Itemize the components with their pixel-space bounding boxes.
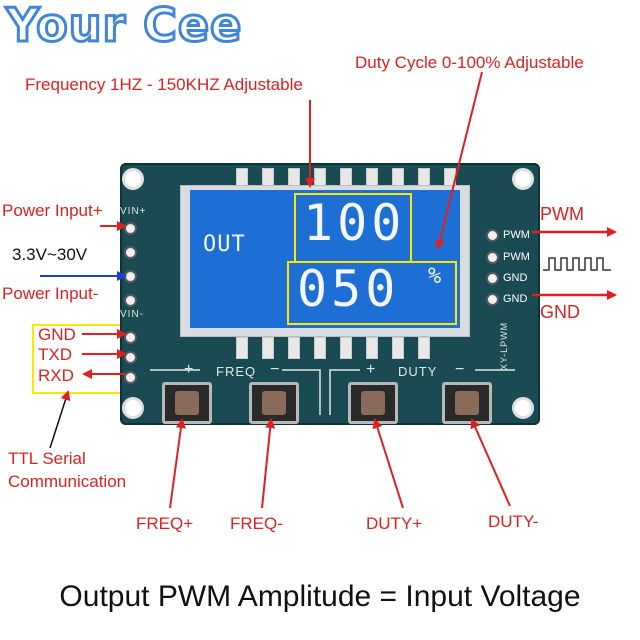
- duty-plus-silkscreen: +: [366, 361, 377, 378]
- pin-label: PWM: [503, 229, 530, 241]
- lcd-tab: [366, 337, 378, 359]
- freq-plus-silkscreen: +: [184, 361, 195, 378]
- duty-minus-label: DUTY-: [488, 512, 539, 531]
- duty-minus-button[interactable]: [442, 382, 492, 424]
- rxd-pin: [124, 371, 137, 384]
- pwm-output-label: PWM: [540, 204, 584, 224]
- lcd-tab: [262, 337, 274, 359]
- lcd-tab: [340, 337, 352, 359]
- mount-hole: [122, 168, 144, 190]
- duty-minus-arrow: [470, 418, 511, 507]
- freq-plus-arrow: [169, 418, 186, 509]
- pin-label: PWM: [503, 251, 530, 263]
- mount-hole: [512, 168, 534, 190]
- pin-label: GND: [503, 272, 528, 284]
- lcd-frequency-value: 100: [303, 194, 406, 252]
- gnd-pin: [486, 293, 499, 306]
- duty-highlight-box: [287, 261, 457, 325]
- lcd-tab: [288, 337, 300, 359]
- vin-minus-silkscreen: VIN-: [120, 309, 144, 320]
- pwm-waveform: [543, 257, 611, 271]
- mount-hole: [512, 397, 534, 419]
- communication-label: Communication: [8, 472, 127, 491]
- duty-cycle-label: Duty Cycle 0-100% Adjustable: [355, 53, 584, 72]
- vin-minus-pin: [124, 294, 137, 307]
- lcd-tab: [418, 337, 430, 359]
- rxd-label: RXD: [38, 366, 74, 385]
- voltage-range-label: 3.3V~30V: [12, 245, 88, 264]
- button-group-outline: [150, 369, 515, 415]
- ttl-serial-arrow: [49, 390, 71, 449]
- ttl-serial-label: TTL Serial: [8, 449, 86, 468]
- frequency-label: Frequency 1HZ - 150KHZ Adjustable: [25, 75, 303, 94]
- lcd-percent-sign: %: [428, 264, 442, 289]
- lcd-mode-text: OUT: [203, 232, 246, 257]
- lcd-tab: [314, 337, 326, 359]
- lcd-screen: [190, 190, 460, 328]
- mount-hole: [122, 397, 144, 419]
- freq-minus-label: FREQ-: [230, 514, 283, 533]
- lcd-tab: [392, 337, 404, 359]
- power-input-plus-label: Power Input+: [2, 201, 103, 220]
- gnd-output-label: GND: [540, 302, 580, 322]
- duty-cycle-arrow: [435, 71, 483, 250]
- txd-label: TXD: [38, 345, 72, 364]
- duty-plus-label: DUTY+: [366, 514, 423, 533]
- pin-label: GND: [503, 293, 528, 305]
- duty-group-silkscreen: DUTY: [398, 364, 438, 379]
- vin-pin: [124, 246, 137, 259]
- freq-group-silkscreen: FREQ: [216, 364, 257, 379]
- gnd-label: GND: [38, 325, 76, 344]
- duty-plus-arrow: [372, 418, 404, 509]
- pwm-pin: [486, 251, 499, 264]
- pwm-pin: [486, 229, 499, 242]
- duty-plus-button[interactable]: [348, 382, 398, 424]
- duty-minus-silkscreen: −: [455, 361, 466, 378]
- power-input-minus-label: Power Input-: [2, 284, 99, 303]
- caption: Output PWM Amplitude = Input Voltage: [59, 580, 581, 613]
- lcd-duty-value: 050: [297, 260, 400, 318]
- freq-minus-arrow: [261, 418, 276, 509]
- brand-logo: Your Cee: [4, 0, 243, 52]
- lcd-tab: [236, 337, 248, 359]
- gnd-pin: [486, 272, 499, 285]
- freq-plus-button[interactable]: [162, 382, 212, 424]
- freq-plus-label: FREQ+: [136, 514, 194, 533]
- freq-minus-silkscreen: −: [270, 361, 281, 378]
- vin-plus-silkscreen: VIN+: [120, 206, 147, 217]
